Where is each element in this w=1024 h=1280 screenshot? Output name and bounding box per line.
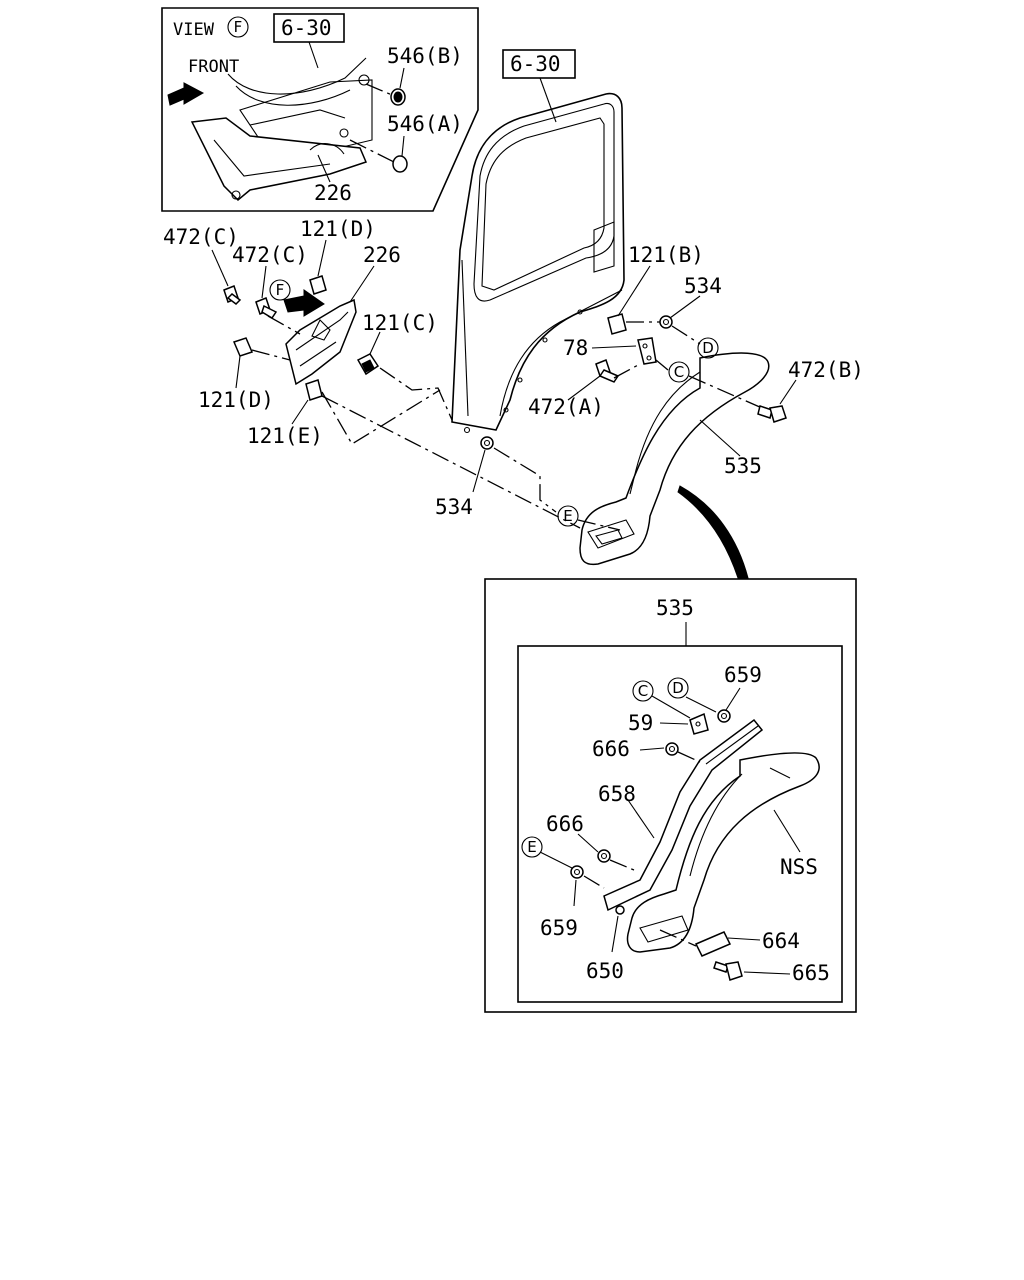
circle-ref-d-detail: D (672, 679, 684, 697)
screw-659-top (717, 709, 731, 723)
callout-664: 664 (762, 929, 800, 953)
clip-121e (305, 379, 323, 401)
bolt-472c-1 (223, 285, 242, 305)
screw-659-low (570, 865, 584, 879)
bracket-78 (637, 337, 657, 365)
callout-nss: NSS (780, 855, 818, 879)
door-panel (451, 92, 625, 431)
callout-472b: 472(B) (788, 358, 864, 382)
clip-121b (607, 313, 627, 335)
detail-title-535: 535 (656, 596, 694, 620)
callout-534-low: 534 (435, 495, 473, 519)
callout-59: 59 (628, 711, 653, 735)
main-assembly: 6-30 121(B) 534 D (435, 49, 864, 566)
bolt-472a (595, 359, 620, 383)
callout-546b: 546(B) (387, 44, 463, 68)
callout-658: 658 (598, 782, 636, 806)
clip-121d-top (309, 275, 327, 295)
circle-ref-e-main: E (563, 507, 572, 525)
view-ref-circle (227, 16, 249, 38)
callout-546a: 546(A) (387, 112, 463, 136)
callout-121d-low: 121(D) (198, 388, 274, 412)
detail-535: 535 658 NSS C D 59 659 (484, 578, 857, 1013)
view-arrow-icon (283, 289, 325, 317)
callout-659-low: 659 (540, 916, 578, 940)
nut-plate-59 (689, 712, 709, 735)
callout-472a: 472(A) (528, 395, 604, 419)
reflector-664 (694, 931, 732, 957)
main-ref-box (502, 49, 576, 79)
clip-546a (392, 155, 408, 173)
callout-666-low: 666 (546, 812, 584, 836)
callout-226-inset: 226 (314, 181, 352, 205)
callout-121e: 121(E) (247, 424, 323, 448)
callout-472c-2: 472(C) (232, 243, 308, 267)
front-label: FRONT (188, 57, 239, 77)
circle-ref-f-main: F (276, 281, 285, 299)
callout-650: 650 (586, 959, 624, 983)
bracket-group: 472(C) 472(C) 121(D) F 226 121(C) (163, 217, 581, 529)
callout-534-top: 534 (684, 274, 722, 298)
inset-bracket-226 (190, 117, 368, 202)
screw-665 (713, 961, 743, 981)
callout-472c-1: 472(C) (163, 225, 239, 249)
callout-666-top: 666 (592, 737, 630, 761)
view-ref-letter: F (234, 18, 243, 36)
inset-view-f: VIEW F 6-30 FRONT 546(B) 546(A) 226 (161, 7, 479, 212)
callout-121d-top: 121(D) (300, 217, 376, 241)
callout-659-top: 659 (724, 663, 762, 687)
nut-534-low (480, 436, 494, 450)
callout-78: 78 (563, 336, 588, 360)
strip-658 (603, 718, 764, 912)
callout-226: 226 (363, 243, 401, 267)
rivet-666-low (597, 849, 611, 863)
front-arrow-icon (167, 82, 205, 106)
rivet-666-top (665, 742, 679, 756)
rivet-650 (615, 905, 625, 915)
bolt-472c-2 (255, 297, 278, 320)
circle-ref-c-detail: C (638, 682, 648, 700)
door-window (473, 102, 615, 302)
callout-121c: 121(C) (362, 311, 438, 335)
callout-535: 535 (724, 454, 762, 478)
callout-121b: 121(B) (628, 243, 704, 267)
inset-ref-label: 6-30 (281, 16, 332, 40)
bolt-472b (757, 405, 787, 423)
circle-ref-e-detail: E (527, 838, 536, 856)
clip-121d-low (232, 337, 254, 357)
bracket-226 (285, 298, 357, 386)
main-ref-label: 6-30 (510, 52, 561, 76)
detail-pointer-arrow (677, 485, 749, 579)
view-label: VIEW (173, 20, 215, 40)
detail-fender-nss (626, 752, 820, 953)
callout-665: 665 (792, 961, 830, 985)
circle-ref-d-main: D (702, 339, 714, 357)
circle-ref-c-main: C (674, 363, 684, 381)
fender-535 (579, 352, 770, 566)
